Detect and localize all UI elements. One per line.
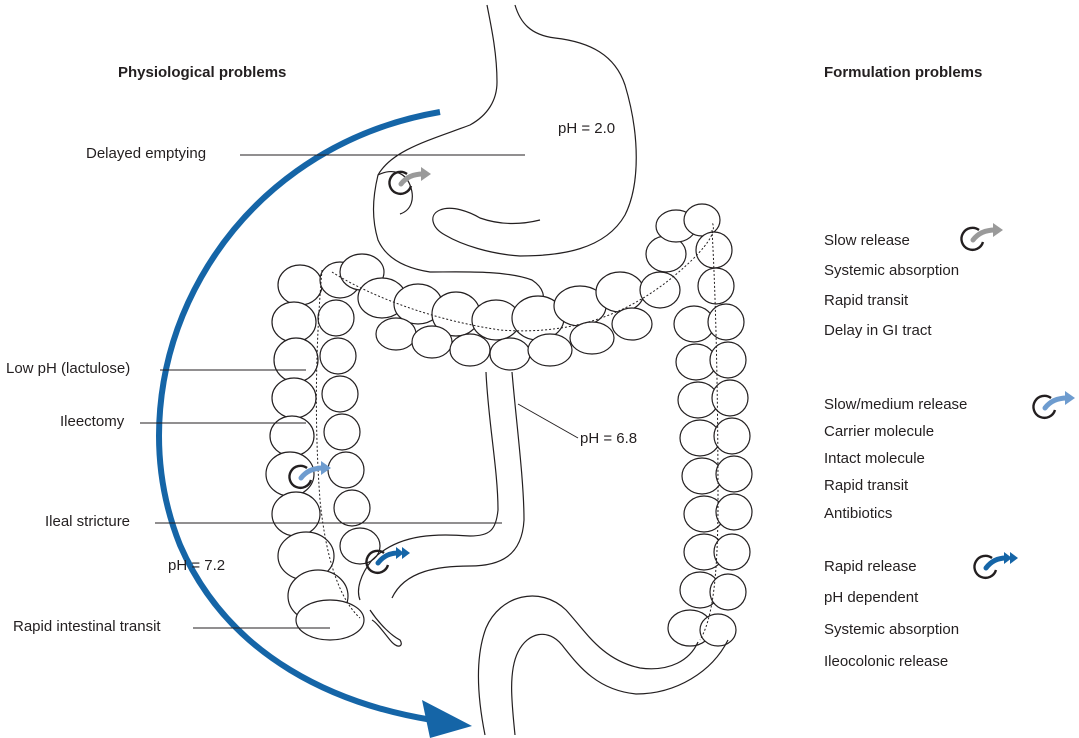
legend-light-blue-release-arrow-icon (1029, 390, 1079, 424)
physiological-problems-heading: Physiological problems (118, 64, 286, 81)
legend-dark-blue-release-arrow-icon (970, 550, 1024, 584)
label-ileal-stricture: Ileal stricture (45, 513, 130, 531)
label-delayed-emptying: Delayed emptying (86, 145, 206, 163)
small-intestine-outline (359, 372, 525, 646)
formulation-item: Ileocolonic release (824, 653, 948, 671)
grey-release-arrow-icon (385, 166, 435, 200)
formulation-item: Delay in GI tract (824, 322, 932, 340)
formulation-problems-heading: Formulation problems (824, 64, 982, 81)
formulation-item: Slow release (824, 232, 910, 250)
label-ph-stomach: pH = 2.0 (558, 120, 615, 138)
formulation-item: Systemic absorption (824, 621, 959, 639)
label-ph-small-intestine: pH = 6.8 (580, 430, 637, 448)
formulation-item: Intact molecule (824, 450, 925, 468)
label-rapid-intestinal-transit: Rapid intestinal transit (13, 618, 161, 636)
formulation-item: Rapid transit (824, 477, 908, 495)
dark-blue-release-arrow-icon (362, 545, 416, 579)
formulation-item: pH dependent (824, 589, 918, 607)
light-blue-release-arrow-icon (285, 460, 335, 494)
label-low-ph-lactulose: Low pH (lactulose) (6, 360, 130, 378)
formulation-item: Systemic absorption (824, 262, 959, 280)
transit-arrow (159, 112, 472, 738)
formulation-item: Slow/medium release (824, 396, 967, 414)
legend-grey-release-arrow-icon (957, 222, 1007, 256)
formulation-item: Antibiotics (824, 505, 892, 523)
formulation-item: Rapid transit (824, 292, 908, 310)
colon-haustra (266, 204, 752, 646)
formulation-item: Carrier molecule (824, 423, 934, 441)
label-ileectomy: Ileectomy (60, 413, 124, 431)
label-ph-colon: pH = 7.2 (168, 557, 225, 575)
formulation-item: Rapid release (824, 558, 917, 576)
